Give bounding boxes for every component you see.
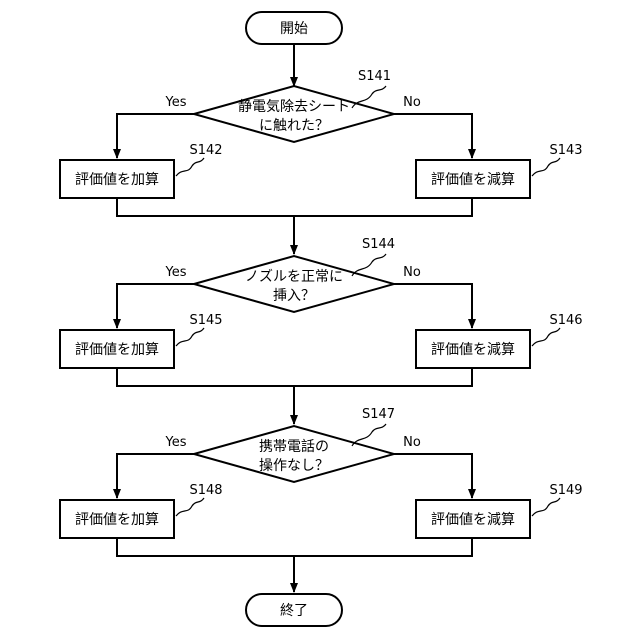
step-label-s147: S147 bbox=[362, 407, 395, 422]
leader-s148 bbox=[176, 498, 204, 516]
decision-s141: 静電気除去シート に触れた？ bbox=[194, 86, 394, 142]
yes-label-s144: Yes bbox=[165, 265, 187, 280]
decision-s144-line1: ノズルを正常に bbox=[245, 269, 343, 285]
yes-label-s141: Yes bbox=[165, 95, 187, 110]
merge-line-1 bbox=[117, 198, 472, 216]
leader-s149 bbox=[532, 498, 560, 516]
start-label: 開始 bbox=[280, 21, 308, 37]
end-terminal: 終了 bbox=[246, 594, 342, 626]
decision-s141-line1: 静電気除去シート bbox=[238, 99, 350, 115]
leader-s145 bbox=[176, 328, 204, 346]
process-s143-label: 評価値を減算 bbox=[431, 171, 515, 188]
end-label: 終了 bbox=[280, 603, 308, 619]
leader-s143 bbox=[532, 158, 560, 176]
yes-branch-s144 bbox=[117, 284, 194, 328]
no-label-s141: No bbox=[403, 95, 421, 110]
process-s145: 評価値を加算 bbox=[60, 330, 174, 368]
decision-s144-line2: 挿入？ bbox=[273, 288, 315, 304]
decision-s147-line2: 操作なし？ bbox=[259, 458, 329, 474]
decision-s147-line1: 携帯電話の bbox=[259, 438, 329, 455]
process-s143: 評価値を減算 bbox=[416, 160, 530, 198]
yes-branch-s147 bbox=[117, 454, 194, 498]
step-label-s149: S149 bbox=[549, 483, 582, 498]
merge-line-3 bbox=[117, 538, 472, 556]
yes-branch-s141 bbox=[117, 114, 194, 158]
no-label-s147: No bbox=[403, 435, 421, 450]
yes-label-s147: Yes bbox=[165, 435, 187, 450]
step-label-s145: S145 bbox=[189, 313, 222, 328]
process-s145-label: 評価値を加算 bbox=[75, 342, 159, 358]
process-s149-label: 評価値を減算 bbox=[431, 511, 515, 528]
process-s142-label: 評価値を加算 bbox=[75, 172, 159, 188]
no-branch-s141 bbox=[394, 114, 472, 158]
start-terminal: 開始 bbox=[246, 12, 342, 44]
no-branch-s147 bbox=[394, 454, 472, 498]
process-s148: 評価値を加算 bbox=[60, 500, 174, 538]
no-branch-s144 bbox=[394, 284, 472, 328]
leader-s142 bbox=[176, 158, 204, 176]
step-label-s148: S148 bbox=[189, 483, 222, 498]
process-s146: 評価値を減算 bbox=[416, 330, 530, 368]
step-label-s142: S142 bbox=[189, 143, 222, 158]
process-s148-label: 評価値を加算 bbox=[75, 512, 159, 528]
decision-s141-line2: に触れた？ bbox=[259, 118, 329, 134]
step-label-s144: S144 bbox=[362, 237, 395, 252]
decision-s147: 携帯電話の 操作なし？ bbox=[194, 426, 394, 482]
leader-s146 bbox=[532, 328, 560, 346]
process-s149: 評価値を減算 bbox=[416, 500, 530, 538]
process-s146-label: 評価値を減算 bbox=[431, 341, 515, 358]
step-label-s146: S146 bbox=[549, 313, 582, 328]
step-label-s143: S143 bbox=[549, 143, 582, 158]
decision-s144: ノズルを正常に 挿入？ bbox=[194, 256, 394, 312]
no-label-s144: No bbox=[403, 265, 421, 280]
process-s142: 評価値を加算 bbox=[60, 160, 174, 198]
merge-line-2 bbox=[117, 368, 472, 386]
step-label-s141: S141 bbox=[358, 69, 391, 84]
